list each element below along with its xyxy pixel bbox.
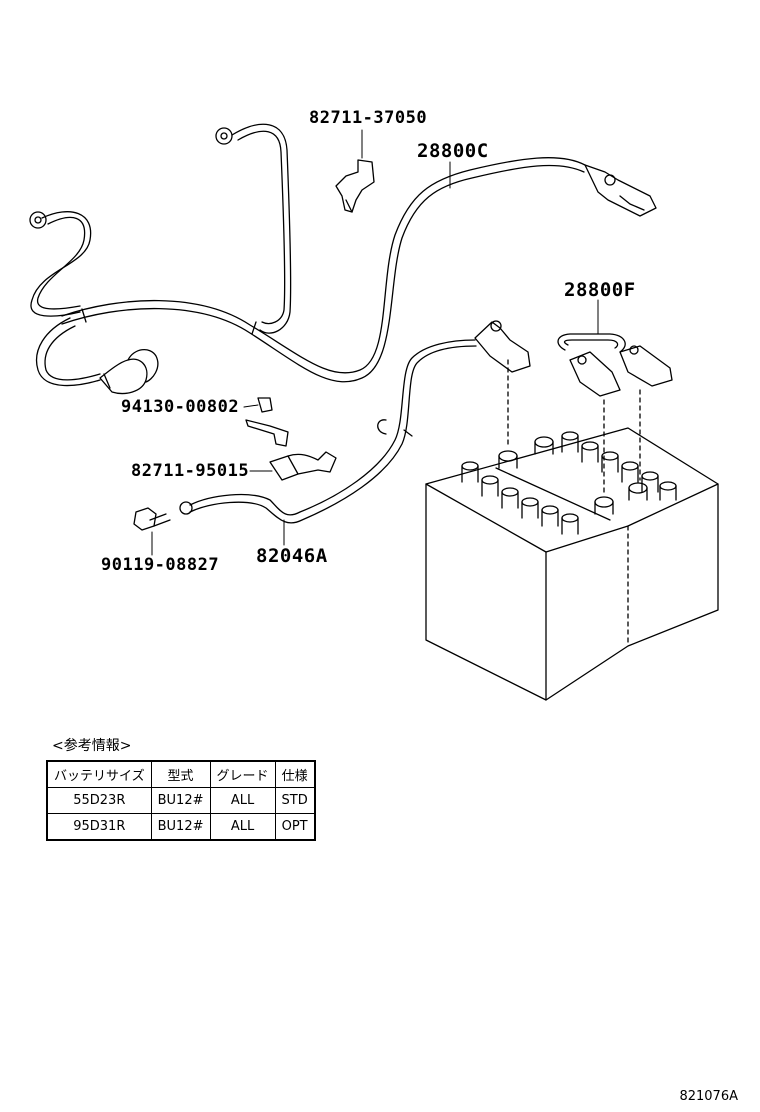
header-battery-size: バッテリサイズ [46,760,152,788]
cell-spec: STD [274,787,316,814]
cell-grade: ALL [209,787,276,814]
label-28800c: 28800C [417,140,489,162]
table-row: 55D23R BU12# ALL STD [46,787,316,814]
table-row: 95D31R BU12# ALL OPT [46,813,316,841]
label-82046a: 82046A [256,545,328,567]
battery [425,427,719,701]
clamp-terminal [474,320,531,373]
label-82711-95015: 82711-95015 [131,461,250,481]
reference-header-row: バッテリサイズ 型式 グレード 仕様 [46,760,316,788]
bolt-90119-08827 [133,507,171,531]
reference-title: <参考情報> [52,738,132,754]
ring-terminals [29,127,233,229]
clip-82711-37050 [335,159,375,213]
header-model: 型式 [150,760,211,788]
diagram-code: 821076A [679,1089,738,1104]
reference-table: バッテリサイズ 型式 グレード 仕様 55D23R BU12# ALL STD … [46,760,316,841]
label-90119-08827: 90119-08827 [101,555,220,575]
cell-battery-size: 95D31R [46,813,152,841]
battery-cell-caps [461,431,677,535]
cell-model: BU12# [150,787,211,814]
cell-spec: OPT [274,813,316,841]
parts-diagram [29,123,719,701]
cell-model: BU12# [150,813,211,841]
label-82711-37050: 82711-37050 [309,108,428,128]
link-28800f [557,333,673,397]
clamp-82711-95015 [269,451,337,481]
cable-82046a [179,339,477,524]
header-grade: グレード [209,760,276,788]
header-spec: 仕様 [274,760,316,788]
terminal-28800c [584,164,657,217]
cell-grade: ALL [209,813,276,841]
battery-posts [498,436,648,515]
cell-battery-size: 55D23R [46,787,152,814]
label-28800f: 28800F [564,279,636,301]
guide-lines [507,359,641,495]
bracket-94130-00802 [245,397,289,447]
terminal-boot [99,349,159,395]
leader-lines [151,129,599,556]
main-cable-28800c [30,123,586,387]
label-94130-00802: 94130-00802 [121,397,240,417]
